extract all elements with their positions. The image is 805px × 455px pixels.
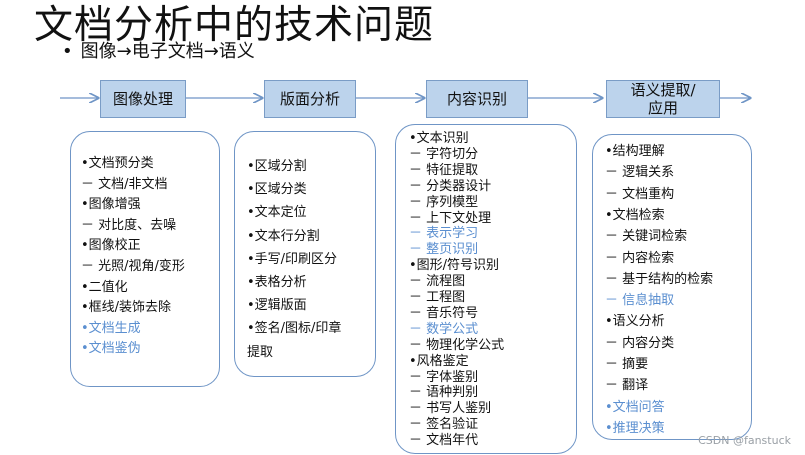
panel-item: •签名/图标/印章	[247, 321, 342, 337]
panel-item: － 音乐符号	[409, 305, 479, 321]
panel-item: － 特征提取	[409, 162, 479, 178]
panel-item: － 整页识别	[409, 242, 479, 258]
panel-item: •框线/装饰去除	[81, 300, 172, 316]
panel-item: •手写/印刷区分	[247, 251, 338, 267]
subtitle-bullet: •	[62, 41, 73, 62]
panel-item: •图形/符号识别	[409, 258, 500, 274]
panel-item: － 文档年代	[409, 433, 479, 449]
panel-item: － 数学公式	[409, 321, 479, 337]
panel-item: － 内容分类	[605, 335, 675, 351]
panel-item: － 字体鉴别	[409, 369, 479, 385]
stage-detail-panel	[592, 134, 752, 440]
panel-item: •推理决策	[605, 420, 665, 436]
panel-item: － 签名验证	[409, 417, 479, 433]
stage-detail-panel	[395, 124, 577, 454]
stage-label: 图像处理	[112, 90, 173, 108]
panel-item: •表格分析	[247, 275, 307, 290]
panel-item: － 表示学习	[409, 226, 479, 242]
stage-box: 版面分析	[264, 80, 356, 118]
panel-item: •文档检索	[605, 207, 665, 223]
panel-item: － 上下文处理	[409, 210, 492, 226]
page-title: 文档分析中的技术问题	[34, 3, 435, 48]
panel-item: •文档生成	[81, 320, 141, 336]
panel-item: •文本行分割	[247, 228, 320, 244]
stage-box: 图像处理	[100, 80, 186, 118]
panel-item: － 基于结构的检索	[605, 271, 714, 287]
panel-item: •文档问答	[605, 399, 665, 415]
panel-item: － 摘要	[605, 357, 649, 372]
panel-item: •图像校正	[81, 238, 141, 254]
panel-item: •逻辑版面	[247, 298, 307, 314]
stage-box: 语义提取/ 应用	[606, 80, 720, 118]
watermark: CSDN @fanstuck	[698, 434, 791, 447]
panel-item: － 内容检索	[605, 250, 675, 266]
panel-item: － 序列模型	[409, 194, 479, 210]
panel-item: － 信息抽取	[605, 293, 675, 309]
panel-item: － 书写人鉴别	[409, 401, 492, 417]
panel-item: •区域分类	[247, 182, 307, 198]
panel-item: － 工程图	[409, 290, 466, 305]
panel-item: － 逻辑关系	[605, 165, 675, 181]
panel-item: － 光照/视角/变形	[81, 259, 185, 274]
panel-item: •风格鉴定	[409, 353, 469, 369]
panel-item: •二值化	[81, 279, 128, 295]
stage-label: 版面分析	[279, 90, 340, 108]
panel-item: •图像增强	[81, 197, 141, 213]
panel-item: •文本识别	[409, 131, 469, 146]
panel-item: •文档预分类	[81, 156, 154, 171]
panel-item: •结构理解	[605, 144, 665, 159]
panel-item: •文档鉴伪	[81, 341, 141, 357]
stage-label: 语义提取/ 应用	[630, 81, 696, 117]
panel-item: － 语种判别	[409, 385, 479, 401]
stage-detail-panel	[234, 131, 376, 377]
subtitle-text: 图像→电子文档→语义	[80, 41, 255, 62]
panel-item: － 文档/非文档	[81, 176, 168, 192]
panel-item: － 物理化学公式	[409, 337, 505, 353]
panel-item: － 流程图	[409, 274, 466, 290]
panel-item: 提取	[247, 344, 274, 360]
stage-label: 内容识别	[446, 90, 507, 108]
subtitle: • 图像→电子文档→语义	[62, 40, 255, 64]
stage-box: 内容识别	[426, 80, 528, 118]
panel-item: － 翻译	[605, 378, 649, 394]
panel-item: •文本定位	[247, 205, 307, 221]
panel-item: － 对比度、去噪	[81, 217, 177, 233]
panel-item: － 关键词检索	[605, 229, 688, 245]
panel-item: •语义分析	[605, 314, 665, 330]
panel-item: •区域分割	[247, 159, 307, 174]
panel-item: － 分类器设计	[409, 178, 492, 194]
stage-detail-panel	[70, 131, 220, 387]
panel-item: － 文档重构	[605, 186, 675, 202]
panel-item: － 字符切分	[409, 146, 479, 162]
